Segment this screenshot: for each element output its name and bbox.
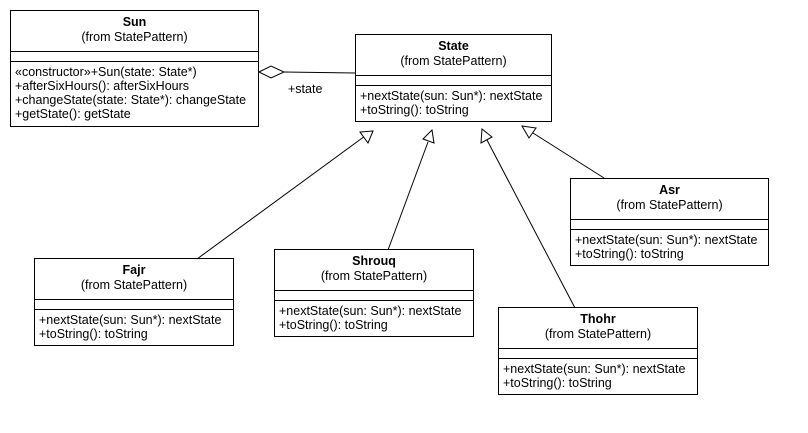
operation: +nextState(sun: Sun*): nextState <box>39 313 222 327</box>
generalization-arrow-asr <box>521 125 537 139</box>
class-fajr[interactable]: Fajr (from StatePattern) +nextState(sun:… <box>34 258 234 346</box>
operations-compartment: +nextState(sun: Sun*): nextState +toStri… <box>275 300 473 334</box>
class-fajr-header: Fajr (from StatePattern) <box>35 259 233 299</box>
class-package: (from StatePattern) <box>80 278 188 292</box>
generalization-arrow-shrouq <box>422 128 435 144</box>
generalization-line-thohr <box>486 139 576 309</box>
aggregation-line <box>283 71 356 74</box>
attributes-compartment <box>571 219 768 229</box>
class-sun[interactable]: Sun (from StatePattern) «constructor»+Su… <box>10 10 259 127</box>
operations-compartment: +nextState(sun: Sun*): nextState +toStri… <box>356 85 551 119</box>
class-sun-header: Sun (from StatePattern) <box>11 11 258 51</box>
operation: +toString(): toString <box>279 318 388 332</box>
operation: +toString(): toString <box>503 376 612 390</box>
generalization-line-fajr <box>196 135 366 260</box>
operation: «constructor»+Sun(state: State*) <box>15 65 197 79</box>
attributes-compartment <box>499 348 697 358</box>
attributes-compartment <box>275 290 473 300</box>
class-asr[interactable]: Asr (from StatePattern) +nextState(sun: … <box>570 178 769 266</box>
class-package: (from StatePattern) <box>616 198 723 212</box>
class-name: Shrouq <box>352 254 396 268</box>
generalization-arrow-thohr <box>480 128 493 144</box>
class-package: (from StatePattern) <box>400 54 507 68</box>
class-name: Fajr <box>122 263 146 277</box>
class-package: (from StatePattern) <box>81 30 188 44</box>
operation: +changeState(state: State*): changeState <box>15 93 247 107</box>
class-asr-header: Asr (from StatePattern) <box>571 179 768 219</box>
operation: +nextState(sun: Sun*): nextState <box>503 362 686 376</box>
aggregation-diamond <box>257 65 286 79</box>
operations-compartment: +nextState(sun: Sun*): nextState +toStri… <box>571 229 768 263</box>
generalization-line-asr <box>532 132 605 179</box>
generalization-arrow-fajr <box>359 130 374 145</box>
operation: +toString(): toString <box>575 247 684 261</box>
class-state-header: State (from StatePattern) <box>356 35 551 75</box>
operation: +toString(): toString <box>360 103 469 117</box>
operation: +getState(): getState <box>15 107 131 121</box>
operation: +toString(): toString <box>39 327 148 341</box>
operations-compartment: +nextState(sun: Sun*): nextState +toStri… <box>35 309 233 343</box>
operations-compartment: +nextState(sun: Sun*): nextState +toStri… <box>499 358 697 392</box>
attributes-compartment <box>356 75 551 85</box>
class-state[interactable]: State (from StatePattern) +nextState(sun… <box>355 34 552 122</box>
class-name: State <box>438 39 469 53</box>
operation: +nextState(sun: Sun*): nextState <box>279 304 462 318</box>
attributes-compartment <box>35 299 233 309</box>
attributes-compartment <box>11 51 258 61</box>
class-package: (from StatePattern) <box>320 269 428 283</box>
class-name: Thohr <box>580 312 616 326</box>
operation: +nextState(sun: Sun*): nextState <box>360 89 543 103</box>
operation: +nextState(sun: Sun*): nextState <box>575 233 758 247</box>
class-name: Asr <box>659 183 680 197</box>
operations-compartment: «constructor»+Sun(state: State*) +afterS… <box>11 61 258 123</box>
generalization-line-shrouq <box>387 141 429 251</box>
association-role-label: +state <box>288 82 323 96</box>
class-shrouq-header: Shrouq (from StatePattern) <box>275 250 473 290</box>
class-package: (from StatePattern) <box>544 327 652 341</box>
operation: +afterSixHours(): afterSixHours <box>15 79 190 93</box>
class-thohr-header: Thohr (from StatePattern) <box>499 308 697 348</box>
class-shrouq[interactable]: Shrouq (from StatePattern) +nextState(su… <box>274 249 474 337</box>
class-thohr[interactable]: Thohr (from StatePattern) +nextState(sun… <box>498 307 698 395</box>
class-name: Sun <box>122 15 147 29</box>
